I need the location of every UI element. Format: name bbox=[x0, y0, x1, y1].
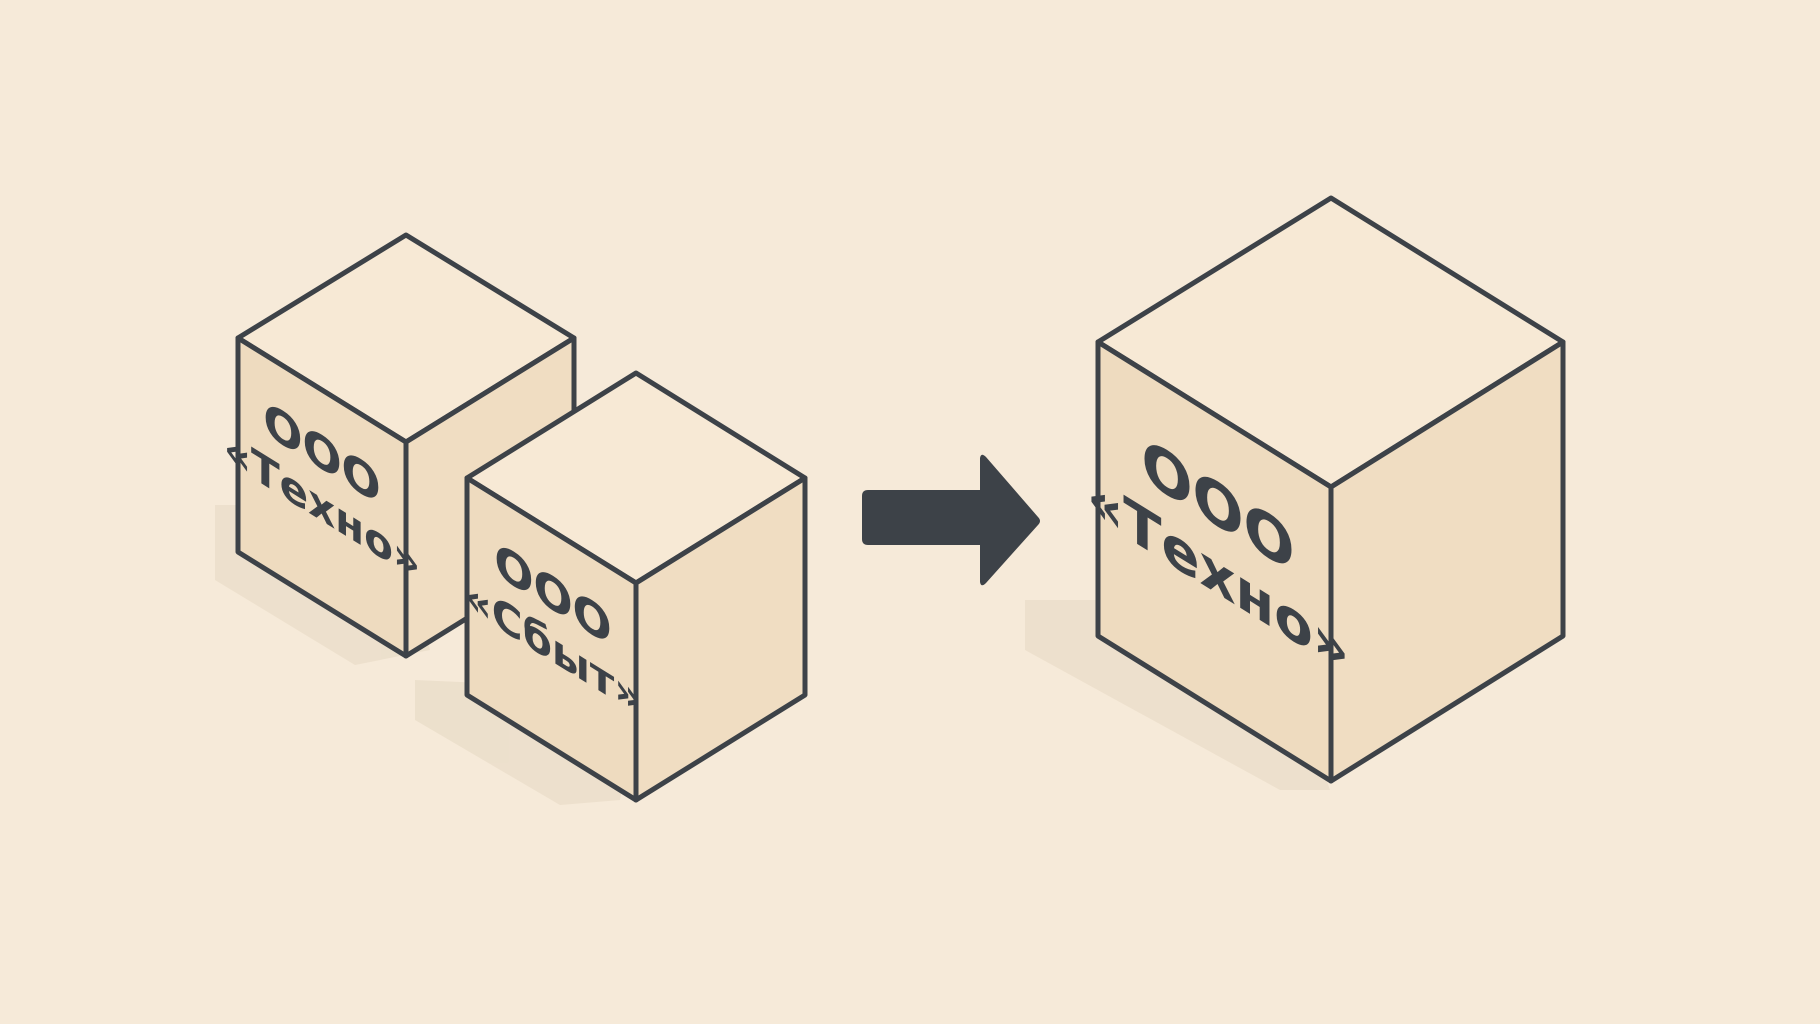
cube-techno-merged bbox=[1095, 195, 1566, 784]
right-arrow-icon bbox=[862, 454, 1040, 586]
cube-sbyt bbox=[464, 370, 808, 803]
cube-side-face bbox=[1328, 339, 1566, 784]
cube-side-face bbox=[633, 475, 808, 803]
